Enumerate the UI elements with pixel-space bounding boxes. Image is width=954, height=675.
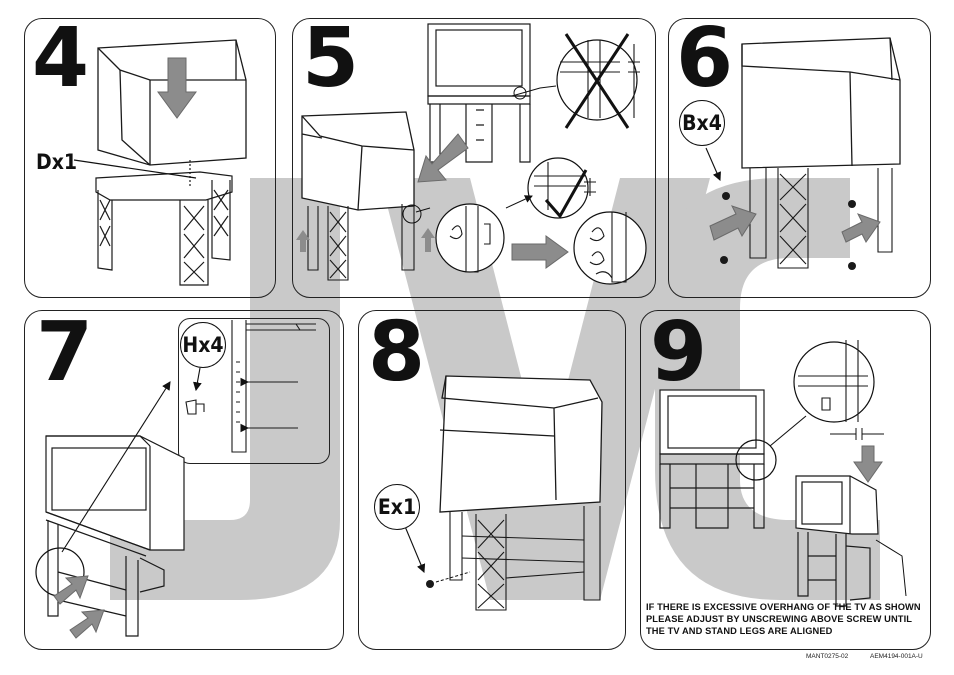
step-7-arrow-upper <box>53 575 89 605</box>
footer-code-right: AEM4194-001A-U <box>870 653 923 660</box>
step-5-up-arrow-left <box>296 230 310 252</box>
step-5-stand-legs <box>307 204 415 281</box>
step-6-arrow-left <box>709 205 757 241</box>
step-7-inset-panel <box>178 318 330 464</box>
step-8-tv-drawing <box>439 375 603 513</box>
step-5-tv-drawing <box>301 111 415 211</box>
step-6-stand-legs <box>749 168 893 269</box>
step-6-arrow-right <box>841 213 881 243</box>
step-5-right-arrow <box>511 235 569 269</box>
step-9-down-arrow <box>853 445 883 483</box>
step-7-panel <box>24 310 344 650</box>
step-5-detail-circle-b <box>435 203 505 273</box>
step-5-tv-on-stand-drawing <box>427 23 531 163</box>
step-5-number: 5 <box>302 11 359 106</box>
step-4-pointer-line <box>73 159 197 179</box>
step-9-detail-circle-small <box>735 439 777 481</box>
step-7-number: 7 <box>36 305 93 400</box>
step-6-screw-pointer <box>705 147 721 182</box>
step-4-number: 4 <box>32 11 89 106</box>
step-6-part-label: Bx4 <box>682 110 722 135</box>
step-7-part-label: Hx4 <box>182 332 224 357</box>
step-9-panel <box>640 310 931 650</box>
step-5-check-mark <box>544 169 588 219</box>
step-8-panel <box>358 310 626 650</box>
step-8-part-badge: Ex1 <box>374 484 420 530</box>
step-7-tv-on-stand-drawing <box>45 435 185 637</box>
step-8-screw <box>426 580 434 588</box>
step-8-screw-pointer <box>403 523 426 574</box>
overhang-note: IF THERE IS EXCESSIVE OVERHANG OF THE TV… <box>646 601 921 637</box>
step-7-part-badge: Hx4 <box>180 322 226 368</box>
step-9-tv-on-stand-drawing <box>659 389 765 529</box>
step-5-detail-circle-d <box>573 211 647 285</box>
step-7-hook-part <box>185 399 205 415</box>
step-8-number: 8 <box>368 305 425 400</box>
overhang-note-line-1: IF THERE IS EXCESSIVE OVERHANG OF THE TV… <box>646 602 921 612</box>
step-7-hook-pointer <box>193 367 202 392</box>
step-4-stand-drawing <box>95 160 233 286</box>
step-9-side-tv-drawing <box>795 475 879 607</box>
step-8-part-label: Ex1 <box>377 494 417 519</box>
step-5-cross-mark <box>564 33 630 129</box>
step-7-inset-drawing <box>231 320 316 453</box>
step-8-stand-drawing <box>449 506 601 611</box>
overhang-note-line-3: THE TV AND STAND LEGS ARE ALIGNED <box>646 626 833 636</box>
overhang-note-line-2: PLEASE ADJUST BY UNSCREWING ABOVE SCREW … <box>646 614 913 624</box>
step-5-panel <box>292 18 656 298</box>
step-6-part-badge: Bx4 <box>679 100 725 146</box>
footer-code-left: MANT0275-02 <box>806 653 849 660</box>
step-6-tv-drawing <box>741 37 901 169</box>
step-6-screws <box>720 192 856 270</box>
step-5-detail-circle-c <box>527 157 589 219</box>
step-5-diagonal-arrow <box>417 133 469 183</box>
step-6-panel <box>668 18 931 298</box>
step-6-number: 6 <box>676 11 733 106</box>
step-7-arrow-lower <box>69 609 105 639</box>
step-9-number: 9 <box>650 305 707 400</box>
step-9-detail-circle-large <box>793 341 875 423</box>
step-4-panel <box>24 18 276 298</box>
step-5-up-arrow-right <box>421 228 435 252</box>
step-4-down-arrow <box>157 57 197 119</box>
step-4-part-label: Dx1 <box>36 150 78 174</box>
